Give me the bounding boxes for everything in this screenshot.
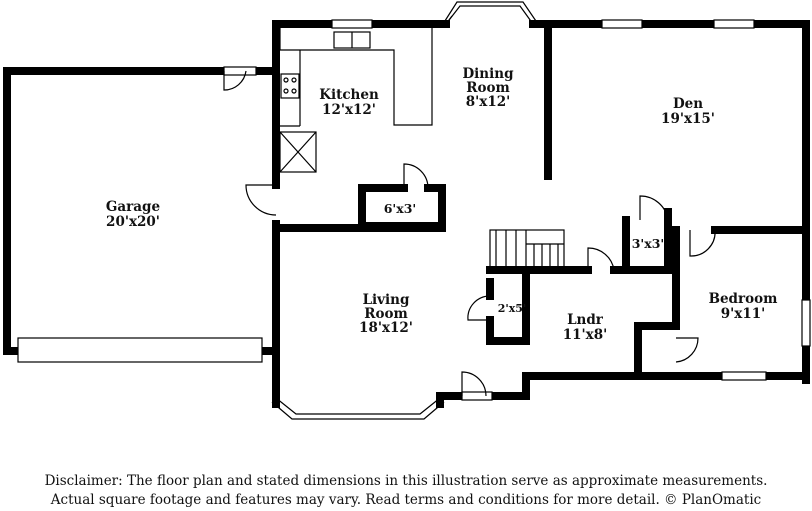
- pantry: [279, 131, 317, 173]
- living-bay-window: [271, 392, 445, 420]
- living-size: 18'x12': [359, 320, 413, 336]
- kitchen-window: [331, 19, 373, 29]
- kitchen-name: Kitchen: [319, 87, 379, 103]
- dining-bay-window: [442, 1, 539, 25]
- closet-6x3-size: 6'x3': [384, 201, 417, 216]
- garage-name: Garage: [106, 199, 160, 215]
- closet-2x5-size: 2'x5': [498, 302, 527, 315]
- closet-2x5-walls: [486, 266, 530, 345]
- bedroom-window-bottom: [721, 371, 767, 381]
- disclaimer-line-1: Disclaimer: The floor plan and stated di…: [44, 473, 768, 489]
- den-size: 19'x15': [661, 111, 715, 127]
- garage-size: 20'x20': [106, 214, 160, 230]
- living-name-2: Room: [364, 306, 408, 322]
- laundry-size: 11'x8': [563, 327, 608, 343]
- dining-size: 8'x12': [466, 94, 511, 110]
- kitchen-fixtures: [279, 28, 433, 173]
- doors: [223, 66, 716, 401]
- den-window-right: [713, 19, 755, 29]
- stairs: [489, 229, 565, 269]
- kitchen-counter-top: [279, 28, 433, 126]
- den-name: Den: [673, 96, 703, 112]
- bedroom-size: 9'x11': [721, 306, 766, 322]
- closet-3x3-walls: [622, 208, 672, 274]
- disclaimer-line-2: Actual square footage and features may v…: [50, 492, 762, 508]
- closet-3x3-size: 3'x3': [632, 236, 665, 251]
- dining-name-2: Room: [466, 80, 510, 96]
- laundry-name: Lndr: [567, 312, 604, 328]
- dining-name-1: Dining: [462, 66, 514, 82]
- stove: [280, 73, 300, 99]
- garage-door: [17, 337, 263, 363]
- bedroom-window-right: [801, 299, 811, 347]
- kitchen-size: 12'x12': [322, 102, 376, 118]
- living-name-1: Living: [363, 292, 410, 308]
- bedroom-closet-walls: [634, 322, 680, 380]
- top-wall-kitchen: [272, 20, 450, 75]
- den-window-left: [601, 19, 643, 29]
- bedroom-name: Bedroom: [709, 291, 778, 307]
- room-labels: Kitchen 12'x12' Dining Room 8'x12' Den 1…: [106, 66, 778, 343]
- windows: [331, 19, 811, 381]
